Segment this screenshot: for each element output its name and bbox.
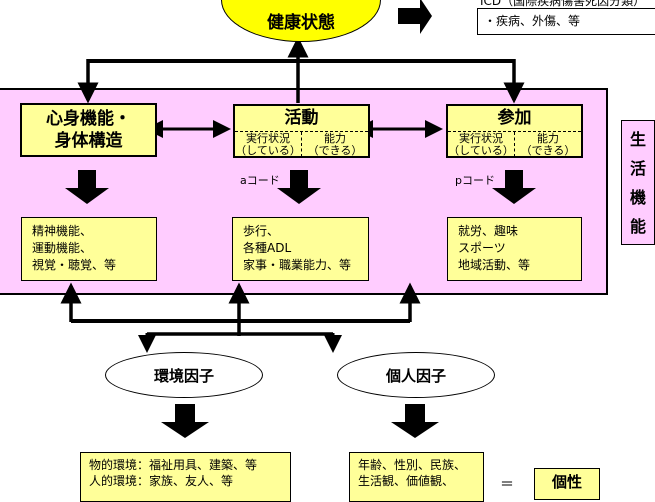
functioning-label-box: 生 活 機 能 bbox=[621, 120, 655, 245]
activity-example-1: 歩行、 bbox=[243, 224, 280, 238]
body-examples-box: 精神機能、 運動機能、 視覚・聴覚、等 bbox=[21, 217, 157, 281]
body-functions-box: 心身機能・ 身体構造 bbox=[20, 103, 157, 157]
personal-examples-box: 年齢、性別、民族、 生活観、価値観、 bbox=[349, 452, 484, 502]
activity-code-label: aコード bbox=[240, 174, 280, 187]
participation-example-2: スポーツ bbox=[458, 241, 506, 255]
activity-performance: 実行状況 （している） bbox=[235, 132, 301, 157]
activity-examples-box: 歩行、 各種ADL 家事・職業能力、等 bbox=[232, 217, 369, 281]
participation-capacity-sub: （できる） bbox=[520, 144, 576, 157]
block-arrow-right-icon bbox=[398, 0, 432, 34]
block-arrow-down-environmental-icon bbox=[161, 404, 209, 438]
participation-example-1: 就労、趣味 bbox=[458, 224, 519, 238]
block-arrow-down-activity-icon bbox=[277, 170, 321, 204]
functioning-char-3: 機 bbox=[629, 188, 646, 207]
body-title-line1: 心身機能・ bbox=[46, 109, 131, 129]
personal-factors-ellipse: 個人因子 bbox=[337, 352, 495, 398]
functioning-char-4: 能 bbox=[629, 217, 646, 236]
activity-capacity-label: 能力 bbox=[324, 132, 346, 145]
personal-factors-label: 個人因子 bbox=[385, 366, 446, 385]
participation-example-3: 地域活動、等 bbox=[458, 258, 531, 272]
activity-example-3: 家事・職業能力、等 bbox=[243, 258, 352, 272]
personal-item-2: 生活観、価値観、 bbox=[358, 474, 455, 488]
activity-box: 活動 実行状況 （している） 能力 （できる） bbox=[233, 104, 370, 158]
environmental-factors-ellipse: 環境因子 bbox=[105, 352, 263, 398]
participation-performance-sub: （している） bbox=[448, 144, 514, 157]
functioning-char-2: 活 bbox=[629, 159, 646, 178]
icd-items: ・疾病、外傷、等 bbox=[484, 14, 581, 28]
health-condition-label: 健康状態 bbox=[267, 13, 335, 33]
environmental-examples-box: 物的環境：福祉用具、建築、等 人的環境：家族、友人、等 bbox=[80, 452, 291, 502]
block-arrow-down-participation-icon bbox=[492, 170, 536, 204]
participation-examples-box: 就労、趣味 スポーツ 地域活動、等 bbox=[447, 217, 582, 281]
activity-title: 活動 bbox=[235, 106, 368, 132]
individuality-label: 個性 bbox=[551, 473, 582, 491]
activity-example-2: 各種ADL bbox=[243, 241, 292, 255]
functioning-char-1: 生 bbox=[629, 130, 646, 149]
environmental-factors-label: 環境因子 bbox=[153, 366, 214, 385]
participation-capacity-label: 能力 bbox=[537, 132, 559, 145]
equals-sign: ＝ bbox=[500, 477, 514, 493]
participation-box: 参加 実行状況 （している） 能力 （できる） bbox=[446, 104, 583, 158]
participation-capacity: 能力 （できる） bbox=[514, 132, 581, 157]
block-arrow-down-body-icon bbox=[65, 170, 109, 204]
personal-item-1: 年齢、性別、民族、 bbox=[358, 458, 467, 472]
activity-capacity: 能力 （できる） bbox=[301, 132, 368, 157]
body-example-1: 精神機能、 bbox=[32, 224, 93, 238]
individuality-box: 個性 bbox=[534, 468, 600, 500]
participation-performance-label: 実行状況 bbox=[459, 132, 503, 145]
environmental-item-1: 物的環境：福祉用具、建築、等 bbox=[89, 458, 258, 472]
icd-box: ・疾病、外傷、等 bbox=[477, 8, 655, 35]
icd-header: ICD（国際疾病傷害死因分類） bbox=[480, 0, 646, 8]
body-title-line2: 身体構造 bbox=[54, 131, 123, 151]
block-arrow-down-personal-icon bbox=[391, 404, 439, 438]
activity-performance-label: 実行状況 bbox=[246, 132, 290, 145]
participation-title: 参加 bbox=[448, 106, 581, 132]
activity-performance-sub: （している） bbox=[235, 144, 301, 157]
activity-capacity-sub: （できる） bbox=[307, 144, 363, 157]
participation-performance: 実行状況 （している） bbox=[448, 132, 514, 157]
body-example-2: 運動機能、 bbox=[32, 241, 93, 255]
body-example-3: 視覚・聴覚、等 bbox=[32, 258, 117, 272]
participation-code-label: pコード bbox=[455, 174, 495, 187]
environmental-item-2: 人的環境：家族、友人、等 bbox=[89, 474, 234, 488]
